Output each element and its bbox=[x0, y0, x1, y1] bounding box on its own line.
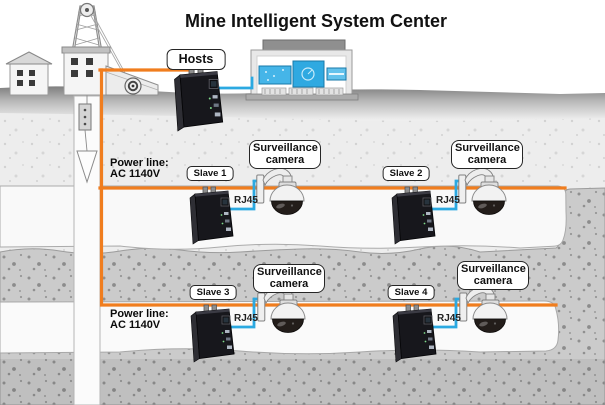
deep-rock-shading bbox=[0, 359, 605, 405]
slave-2-device bbox=[391, 186, 436, 245]
control-center-building bbox=[245, 39, 359, 101]
slave-1-label: Slave 1 bbox=[186, 166, 234, 181]
slave-4-label: Slave 4 bbox=[387, 285, 435, 300]
power-line-caption-2: Power line: AC 1140V bbox=[110, 308, 169, 331]
diagram-title: Mine Intelligent System Center bbox=[184, 11, 448, 31]
ore-skip bbox=[76, 150, 98, 184]
hosts-label: Hosts bbox=[166, 49, 226, 70]
surveillance-camera-label-3: Surveillance camera bbox=[253, 264, 325, 293]
power-line-caption-1-line1: Power line: bbox=[110, 157, 169, 169]
power-line-caption-2-line1: Power line: bbox=[110, 308, 169, 320]
slave-1-device bbox=[189, 186, 234, 245]
slave-3-device bbox=[190, 304, 235, 363]
server-equipment bbox=[258, 60, 347, 96]
surveillance-camera-label-2: Surveillance camera bbox=[451, 140, 523, 169]
slave-3-label: Slave 3 bbox=[189, 285, 237, 300]
rj45-label-4: RJ45 bbox=[437, 313, 461, 324]
cable-host-to-center bbox=[213, 76, 254, 90]
rj45-label-3: RJ45 bbox=[234, 313, 258, 324]
power-line-caption-1-line2: AC 1140V bbox=[110, 167, 161, 180]
power-line-caption-2-line2: AC 1140V bbox=[110, 318, 161, 331]
rj45-label-2: RJ45 bbox=[436, 195, 460, 206]
mine-house bbox=[5, 51, 53, 96]
slave-2-label: Slave 2 bbox=[382, 166, 430, 181]
power-line-main-and-row-2 bbox=[99, 68, 558, 307]
surveillance-camera-label-4: Surveillance camera bbox=[457, 261, 529, 290]
building-roof bbox=[262, 39, 346, 52]
host-device bbox=[173, 66, 224, 132]
power-line-caption-1: Power line: AC 1140V bbox=[110, 157, 169, 180]
conveyor-incline bbox=[105, 65, 159, 96]
slave-4-device bbox=[392, 304, 437, 363]
rj45-label-1: RJ45 bbox=[234, 195, 258, 206]
mine-shaft bbox=[73, 53, 101, 405]
surveillance-camera-label-1: Surveillance camera bbox=[249, 140, 321, 169]
